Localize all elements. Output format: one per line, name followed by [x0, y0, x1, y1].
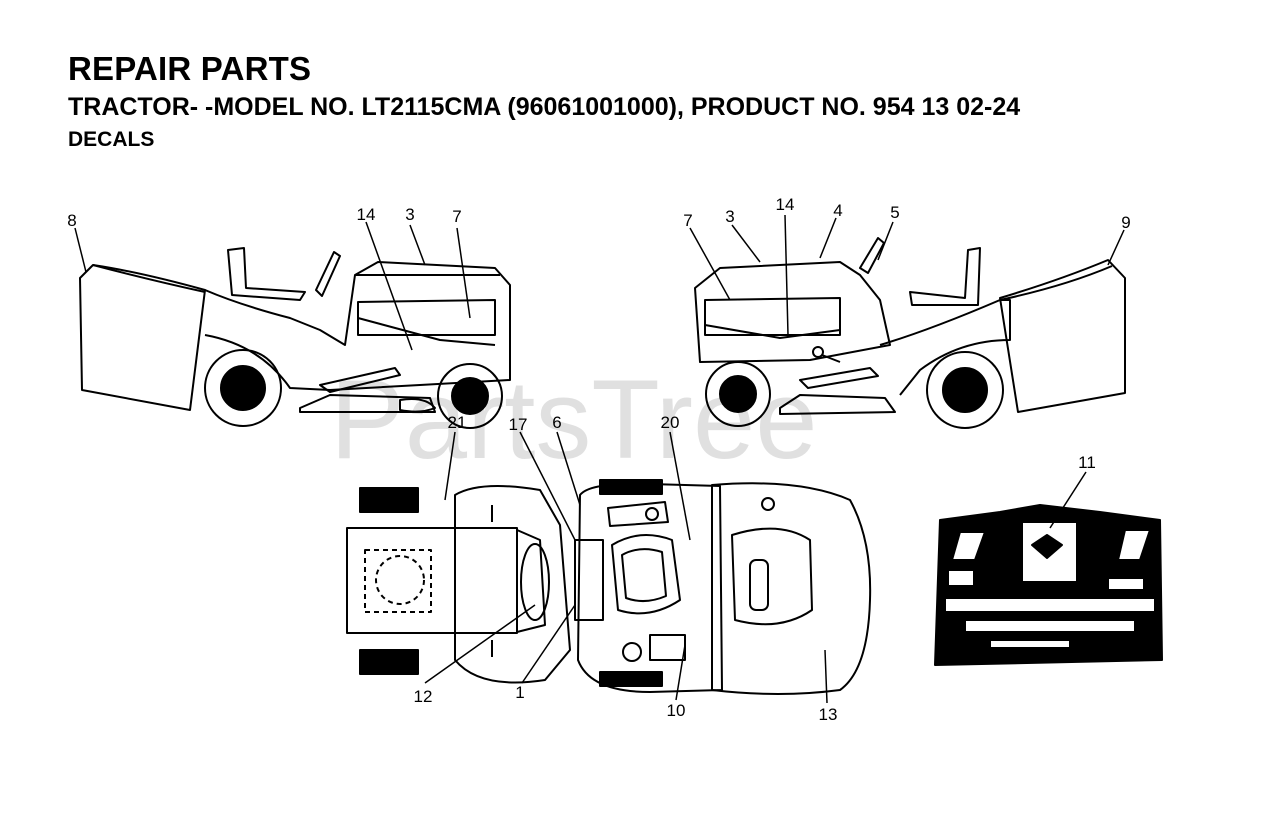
callout-4-right: 4	[833, 201, 842, 220]
parts-tree-watermark: PartsTree	[330, 357, 818, 482]
page-title: REPAIR PARTS	[68, 50, 312, 87]
callout-17-top: 17	[509, 415, 528, 434]
section-label: DECALS	[68, 128, 155, 151]
callout-3-right: 3	[725, 207, 734, 226]
callout-7-right: 7	[683, 211, 692, 230]
callout-14-right: 14	[776, 195, 795, 214]
tractor-left-side-view	[79, 247, 511, 429]
callout-21-top: 21	[448, 413, 467, 432]
callout-10-top: 10	[667, 701, 686, 720]
callout-11-dash: 11	[1078, 453, 1096, 472]
callout-14-left: 14	[357, 205, 376, 224]
callout-7-left: 7	[452, 207, 461, 226]
callout-1-top: 1	[515, 683, 524, 702]
callout-5-right: 5	[890, 203, 899, 222]
callout-20-top: 20	[661, 413, 680, 432]
callout-6-top: 6	[552, 413, 561, 432]
callout-labels: 8 14 3 7 7 3 14 4 5 9 21 17 6 20 12 1 10…	[67, 195, 1130, 724]
leader-lines	[74, 214, 1125, 704]
callout-3-left: 3	[405, 205, 414, 224]
callout-13-top: 13	[819, 705, 838, 724]
dash-panel-view	[934, 504, 1163, 666]
callout-12-top: 12	[414, 687, 433, 706]
callout-8-left: 8	[67, 211, 76, 230]
model-subtitle: TRACTOR- -MODEL NO. LT2115CMA (960610010…	[68, 93, 1021, 121]
tractor-right-side-view	[694, 237, 1126, 429]
callout-9-right: 9	[1121, 213, 1130, 232]
tractor-top-view	[346, 479, 872, 695]
